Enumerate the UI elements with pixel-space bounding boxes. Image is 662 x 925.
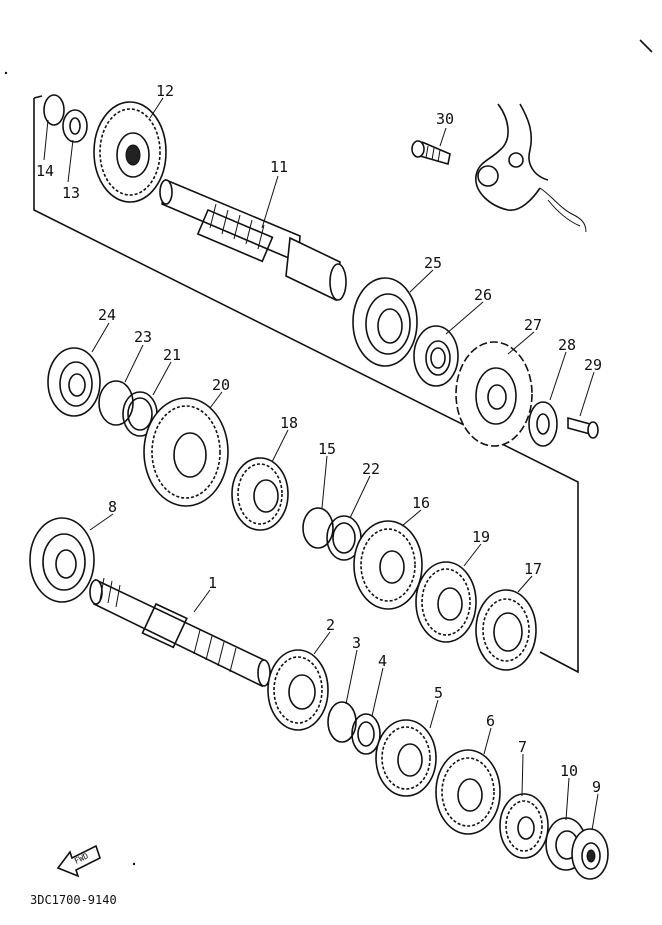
part-5-gear <box>375 719 437 797</box>
part-label: 18 <box>280 414 298 432</box>
part-25-bearing <box>352 277 418 367</box>
part-30-screw <box>411 140 451 166</box>
part-2-gear <box>267 649 329 731</box>
part-16-gear <box>353 520 423 610</box>
leader-lines <box>43 97 599 831</box>
part-label: 5 <box>434 684 443 702</box>
crankcase-fragment <box>475 39 653 233</box>
part-label: 16 <box>412 494 430 512</box>
part-17-gear <box>475 589 537 671</box>
drawing-code: 3DC1700-9140 <box>30 893 117 907</box>
part-29-bolt <box>567 416 599 439</box>
part-label: 26 <box>474 286 492 304</box>
part-label: 27 <box>524 316 542 334</box>
part-label: 10 <box>560 762 578 780</box>
part-label: 22 <box>362 460 380 478</box>
part-label: 15 <box>318 440 336 458</box>
part-3-circlip <box>327 701 357 743</box>
part-23-circlip <box>98 380 134 426</box>
part-28-lockwasher <box>528 401 558 447</box>
part-label: 14 <box>36 162 54 180</box>
part-13-washer <box>62 109 88 143</box>
part-label: 30 <box>436 110 454 128</box>
part-12-gear <box>93 101 167 203</box>
part-7-gear <box>499 793 549 859</box>
part-label: 21 <box>163 346 181 364</box>
part-label: 12 <box>156 82 174 100</box>
part-label: 29 <box>584 356 602 374</box>
part-label: 24 <box>98 306 116 324</box>
part-27-sprocket <box>455 341 533 447</box>
part-label: 13 <box>62 184 80 202</box>
part-9-seal <box>571 828 609 880</box>
part-24-bearing <box>47 347 101 417</box>
part-label: 6 <box>486 712 495 730</box>
part-1-axle <box>89 577 271 688</box>
part-label: 23 <box>134 328 152 346</box>
part-4-washer <box>351 713 381 755</box>
part-label: 3 <box>352 634 361 652</box>
part-20-gear <box>143 397 229 507</box>
part-label: 20 <box>212 376 230 394</box>
part-15-circlip <box>302 507 334 549</box>
part-label: 2 <box>326 616 335 634</box>
part-label: 7 <box>518 738 527 756</box>
part-labels: 12 14 13 11 30 25 26 27 28 29 24 23 21 2… <box>36 82 602 796</box>
part-26-seal <box>413 325 459 387</box>
part-label: 28 <box>558 336 576 354</box>
part-19-gear <box>415 561 477 643</box>
part-label: 19 <box>472 528 490 546</box>
part-label: 11 <box>270 158 288 176</box>
part-label: 25 <box>424 254 442 272</box>
part-label: 8 <box>108 498 117 516</box>
part-11-shaft <box>159 178 347 302</box>
part-label: 17 <box>524 560 542 578</box>
part-18-gear <box>231 457 289 531</box>
part-label: 9 <box>592 778 601 796</box>
part-label: 1 <box>208 574 217 592</box>
part-14-circlip <box>43 94 65 126</box>
part-label: 4 <box>378 652 387 670</box>
part-6-gear <box>435 749 501 835</box>
fwd-arrow-icon: FWD <box>56 844 101 878</box>
part-8-bearing <box>29 517 95 603</box>
assembly-bracket <box>33 95 579 674</box>
